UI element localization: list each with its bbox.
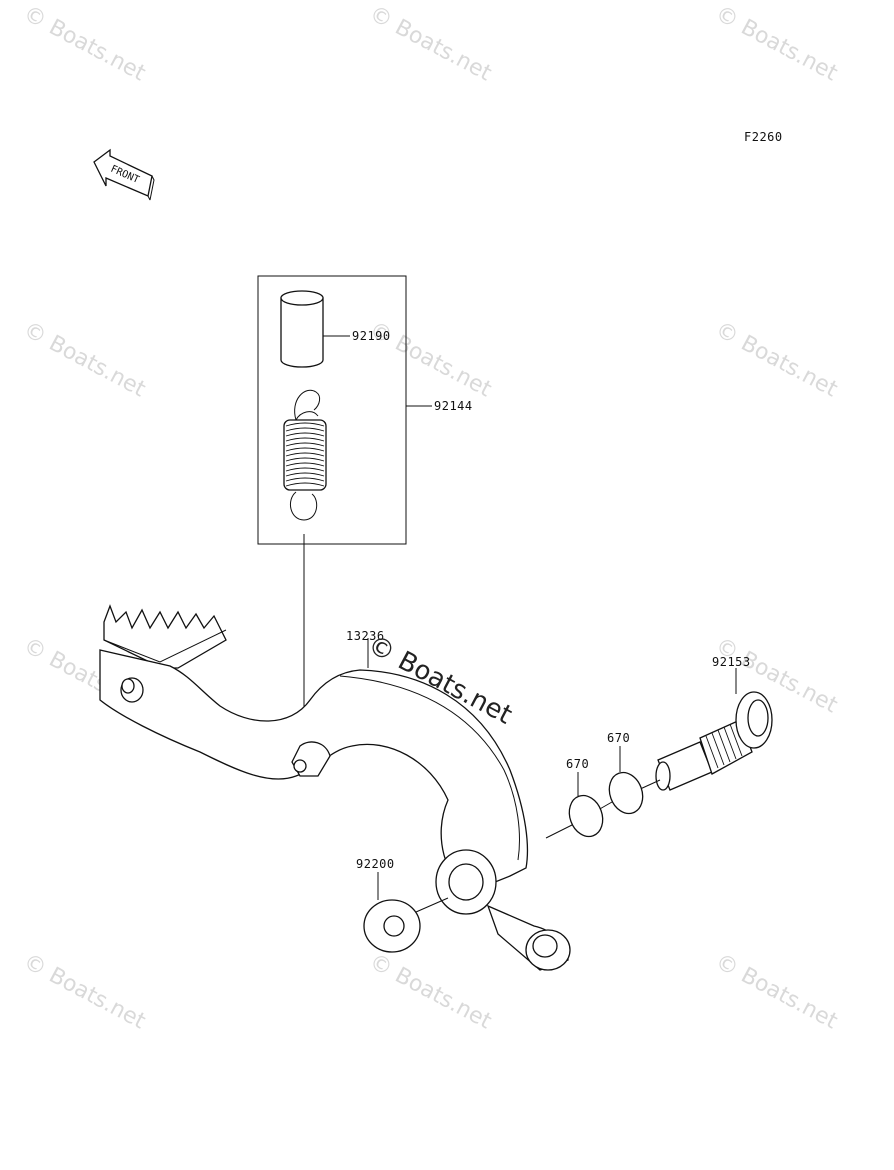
watermark: © Boats.net xyxy=(711,949,842,1034)
diagram-code: F2260 xyxy=(744,130,783,144)
front-arrow-icon: FRONT xyxy=(93,148,155,201)
background-watermarks: © Boats.net © Boats.net © Boats.net © Bo… xyxy=(19,1,842,1034)
part-label-92190: 92190 xyxy=(352,329,391,343)
washer-92200 xyxy=(363,899,421,953)
o-ring-670-right xyxy=(608,771,644,815)
watermark: © Boats.net xyxy=(19,317,150,402)
part-label-670-left: 670 xyxy=(566,757,589,771)
watermark: © Boats.net xyxy=(711,1,842,86)
watermark: © Boats.net xyxy=(365,1,496,86)
part-label-13236: 13236 xyxy=(346,629,385,643)
watermark: © Boats.net xyxy=(711,317,842,402)
watermark: © Boats.net xyxy=(365,949,496,1034)
pivot-bolt-92153 xyxy=(655,691,773,791)
part-label-92200: 92200 xyxy=(356,857,395,871)
watermark: © Boats.net xyxy=(19,949,150,1034)
part-label-92153: 92153 xyxy=(712,655,751,669)
brake-pedal-13236 xyxy=(99,604,571,971)
part-label-670-right: 670 xyxy=(607,731,630,745)
collar-92190 xyxy=(280,290,324,368)
watermark: © Boats.net xyxy=(711,633,842,718)
watermark: © Boats.net xyxy=(19,1,150,86)
spring-kit-box xyxy=(257,275,407,545)
part-label-92144: 92144 xyxy=(434,399,473,413)
return-spring xyxy=(283,389,327,521)
o-ring-670-left xyxy=(568,794,604,838)
